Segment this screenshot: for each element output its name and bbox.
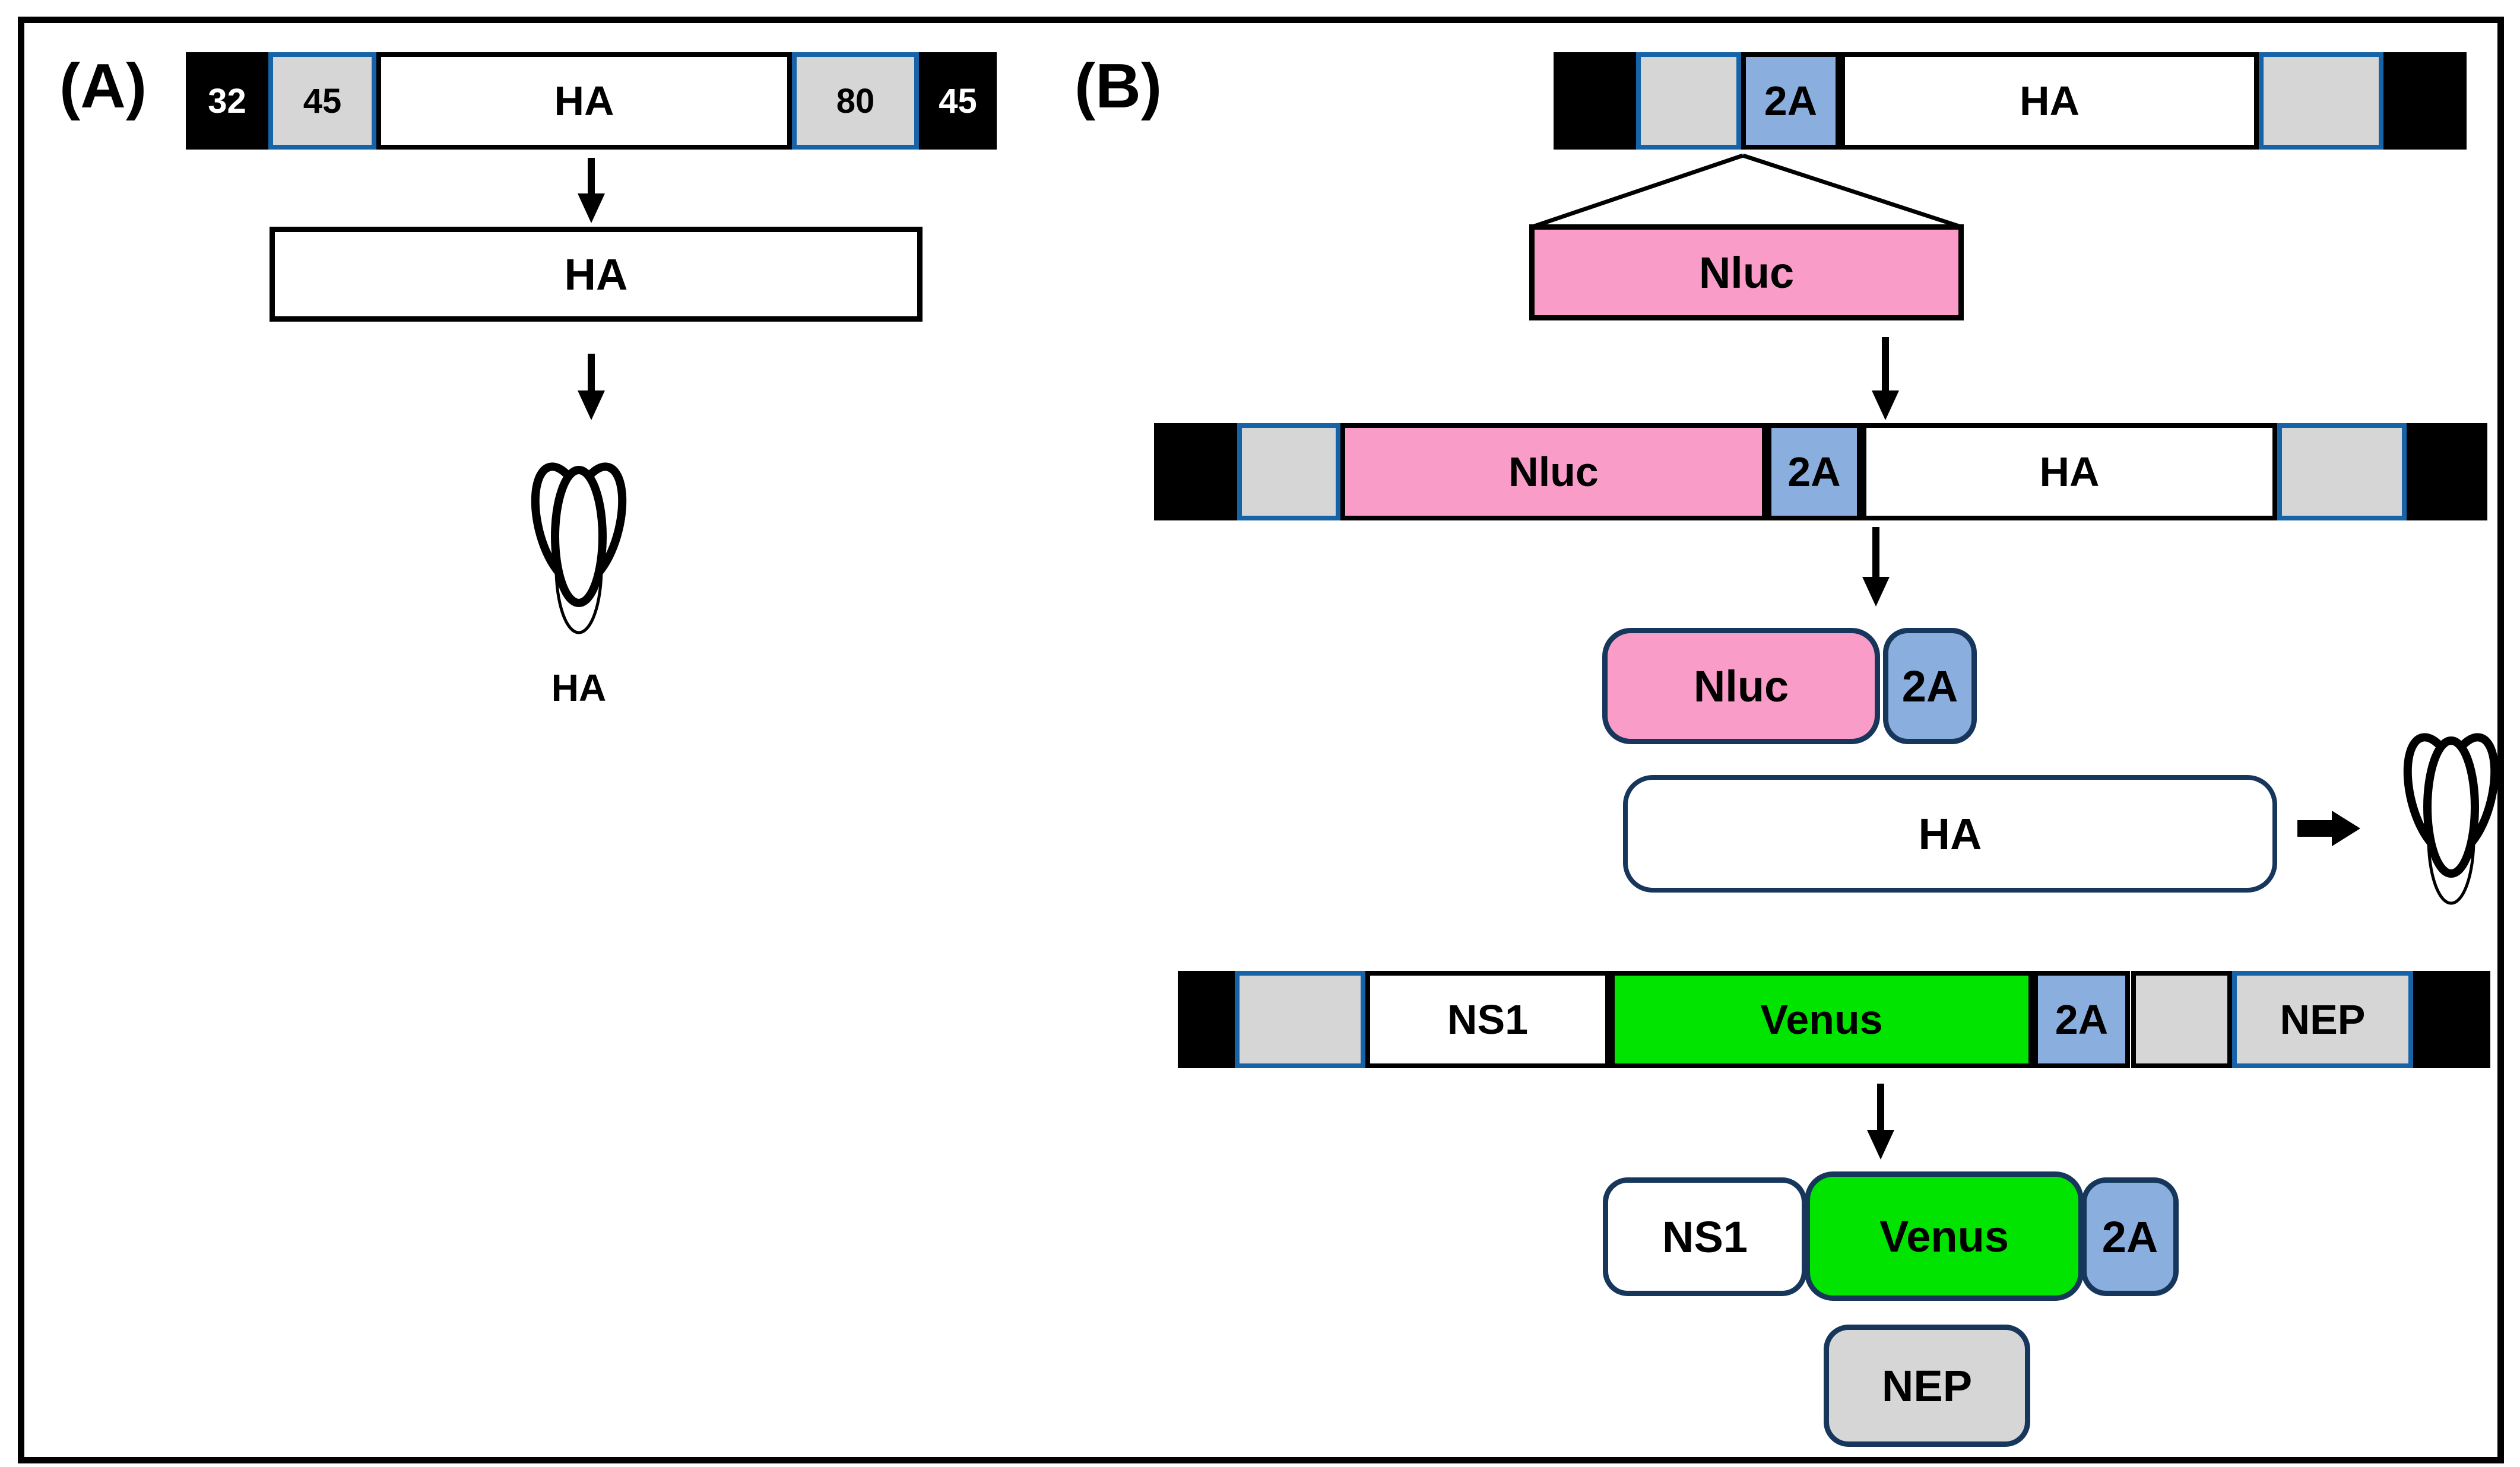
down-arrow: [578, 354, 605, 420]
ns1-protein-box: NS1: [1603, 1177, 1807, 1296]
segment-label: 80: [836, 81, 875, 120]
segment-utr-gray: [1235, 971, 1365, 1068]
segment-utr-45-left: 45: [268, 52, 376, 150]
vrna-bar-2a-ha: 2A HA: [1554, 52, 2467, 150]
right-arrow: [2297, 811, 2360, 846]
segment-utr-32: 32: [186, 52, 268, 150]
panel-a-label: (A): [59, 51, 147, 121]
vrna-bar-ha: 32 45 HA 80 45: [186, 52, 997, 150]
segment-venus: Venus: [1610, 971, 2033, 1068]
segment-2a: 2A: [1741, 52, 1840, 150]
venus-label: Venus: [1879, 1211, 2009, 1261]
segment-label: 2A: [2055, 996, 2109, 1043]
down-arrow: [1867, 1084, 1894, 1160]
nluc-protein-box: Nluc: [1602, 628, 1880, 744]
ha-trimer-icon: [531, 462, 627, 634]
segment-utr-black: [2413, 971, 2490, 1068]
segment-nluc: Nluc: [1340, 423, 1767, 520]
segment-utr-black: [1154, 423, 1237, 520]
nluc-insert-box: Nluc: [1529, 224, 1964, 320]
ns1-label: NS1: [1662, 1212, 1748, 1262]
segment-label: 45: [303, 81, 342, 120]
down-arrow: [578, 158, 605, 223]
segment-ha-orf: HA: [1862, 423, 2277, 520]
segment-label: 2A: [1764, 78, 1818, 124]
mrna-ha-box: HA: [270, 227, 923, 322]
segment-ha-orf: HA: [1840, 52, 2259, 150]
segment-utr-gray: [2259, 52, 2383, 150]
venus-protein-box: Venus: [1805, 1171, 2084, 1301]
2a-label: 2A: [2101, 1212, 2158, 1262]
down-arrow: [1862, 527, 1890, 607]
2a-label: 2A: [1901, 661, 1958, 711]
segment-ha-orf: HA: [376, 52, 792, 150]
ha-trimer-icon: [2403, 733, 2499, 905]
segment-nep: NEP: [2232, 971, 2413, 1068]
segment-utr-gray: [1636, 52, 1741, 150]
nluc-label: Nluc: [1693, 661, 1789, 711]
panel-b-label: (B): [1074, 51, 1162, 121]
2a-protein-box: 2A: [2081, 1177, 2179, 1296]
segment-utr-black: [2407, 423, 2487, 520]
mrna-label: HA: [564, 249, 628, 299]
segment-label: Venus: [1760, 996, 1883, 1043]
segment-utr-black: [1554, 52, 1636, 150]
segment-label: 2A: [1787, 449, 1841, 495]
segment-2a: 2A: [1767, 423, 1862, 520]
segment-label: HA: [2039, 449, 2100, 495]
segment-utr-80: 80: [792, 52, 919, 150]
vrna-bar-nluc-2a-ha: Nluc 2A HA: [1154, 423, 2487, 520]
segment-utr-gray: [2277, 423, 2407, 520]
segment-label: NEP: [2280, 996, 2366, 1043]
segment-2a: 2A: [2033, 971, 2130, 1068]
segment-gray-linker: [2131, 971, 2232, 1068]
segment-label: HA: [2019, 78, 2080, 124]
segment-label: NS1: [1447, 996, 1529, 1043]
segment-label: 45: [939, 81, 977, 120]
insertion-callout-lines: [1532, 153, 1962, 229]
segment-label: HA: [554, 78, 614, 124]
segment-label: Nluc: [1508, 449, 1599, 495]
ha-protein-box: HA: [1623, 775, 2277, 893]
segment-utr-gray: [1237, 423, 1340, 520]
segment-ns1: NS1: [1365, 971, 1610, 1068]
segment-utr-45-right: 45: [919, 52, 997, 150]
segment-utr-black: [2383, 52, 2467, 150]
segment-utr-black: [1178, 971, 1235, 1068]
protein-label-ha: HA: [551, 666, 607, 709]
nluc-label: Nluc: [1698, 247, 1795, 297]
2a-protein-box: 2A: [1883, 628, 1977, 744]
down-arrow: [1872, 337, 1899, 420]
ha-label: HA: [1918, 809, 1982, 859]
segment-label: 32: [208, 81, 246, 120]
nep-label: NEP: [1881, 1361, 1973, 1411]
nep-protein-box: NEP: [1824, 1325, 2030, 1447]
vrna-bar-ns1-venus-2a-nep: NS1 Venus 2A NEP: [1178, 971, 2490, 1068]
figure-border: [18, 17, 2504, 1463]
